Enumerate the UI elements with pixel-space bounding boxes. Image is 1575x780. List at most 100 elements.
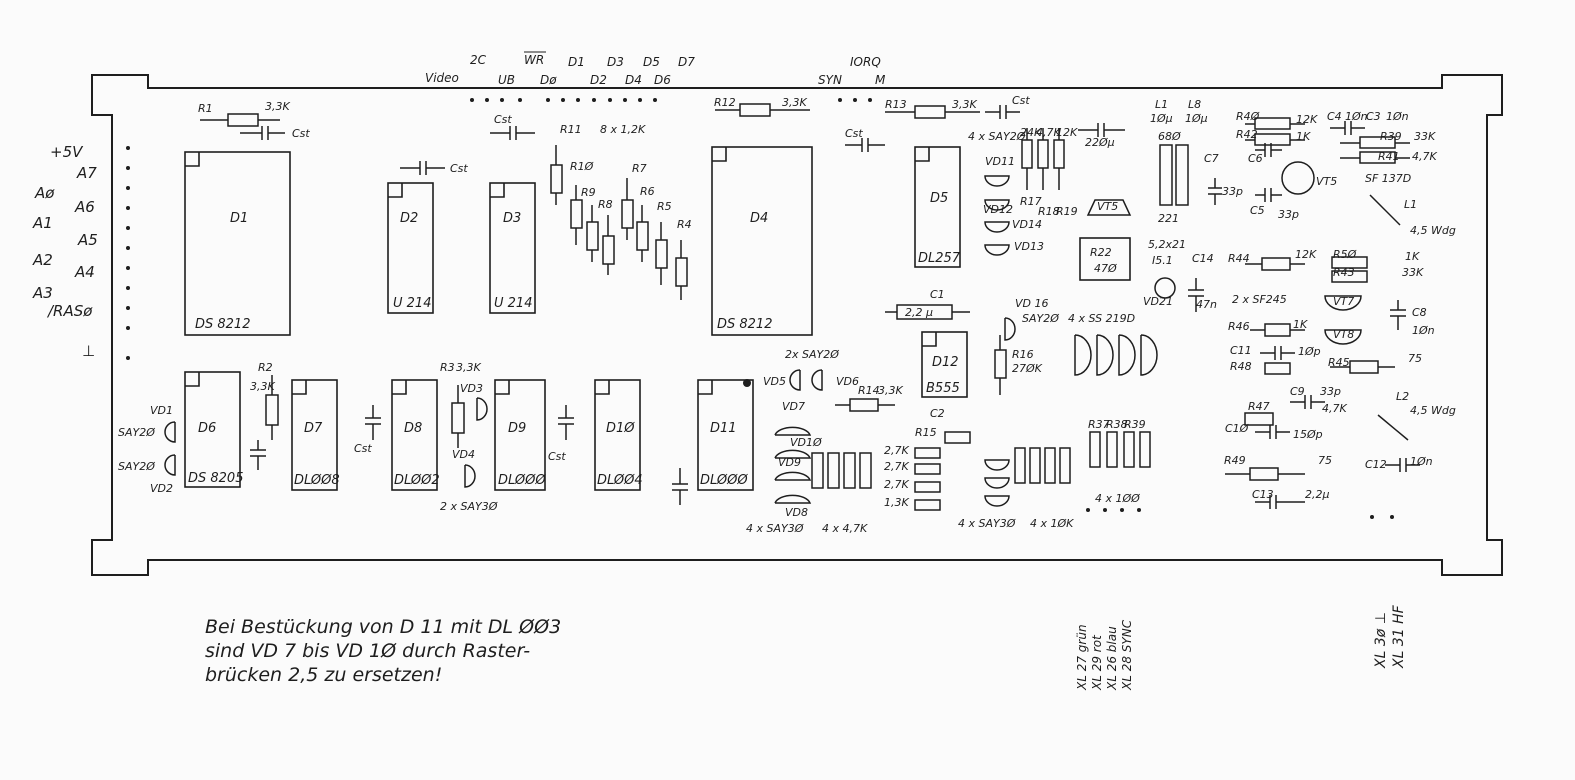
connector-xl29: XL 29 rot [1090, 635, 1104, 690]
lbl-220u: 22Øµ [1085, 136, 1115, 149]
lbl-4xsay30-b: 4 x SAY3Ø [958, 517, 1016, 530]
lbl-4xsay20-top: 4 x SAY2Ø [968, 130, 1026, 143]
right-small-dots [1086, 508, 1394, 519]
lbl-r49: R49 [1224, 454, 1246, 467]
lbl-r46-val: 1K [1293, 318, 1308, 331]
lbl-r22: R22 [1090, 246, 1112, 259]
lbl-r13: R13 [885, 98, 907, 111]
lbl-l8: L8 [1188, 98, 1201, 111]
lbl-r9: R9 [581, 186, 596, 199]
lbl-27k-b: 2,7K [884, 460, 909, 473]
lbl-r47: R47 [1248, 400, 1270, 413]
chip-d3-ref: D3 [503, 211, 521, 226]
pin-syn: SYN [818, 73, 842, 87]
pin-a4: A4 [74, 263, 95, 281]
lbl-r8: R8 [598, 198, 613, 211]
lbl-r4: R4 [677, 218, 692, 231]
lbl-r6: R6 [640, 185, 655, 198]
chip-d9 [494, 379, 546, 491]
lbl-r16: R16 [1012, 348, 1034, 361]
pin-ub: UB [498, 73, 515, 87]
pin-d3: D3 [607, 55, 624, 69]
lbl-vd4: VD4 [452, 448, 475, 461]
lbl-cst-5: Cst [1012, 94, 1030, 107]
lbl-45wdg-a: 4,5 Wdg [1410, 224, 1456, 237]
chip-d10 [594, 379, 641, 491]
chip-d5 [914, 146, 961, 268]
chip-d8-type: DLØØ2 [394, 473, 440, 488]
pin-iorq: IORQ [850, 55, 881, 69]
lbl-45wdg-b: 4,5 Wdg [1410, 404, 1456, 417]
pin-a3: A3 [32, 284, 53, 302]
pin-d1: D1 [568, 55, 585, 69]
lbl-vd12: VD12 [983, 203, 1013, 216]
pin-a6: A6 [74, 198, 95, 216]
lbl-2xsay30: 2 x SAY3Ø [440, 500, 498, 513]
lbl-4x10k: 4 x 1ØK [1030, 517, 1074, 530]
lbl-c1-val: 2,2 µ [905, 306, 933, 319]
lbl-r1-val: 3,3K [265, 100, 290, 113]
lbl-say20-vd1: SAY2Ø [118, 426, 155, 439]
lbl-vd1: VD1 [150, 404, 173, 417]
lbl-r38: R38 [1106, 418, 1128, 431]
chip-d2-ref: D2 [400, 211, 418, 226]
lbl-r45-val: 75 [1408, 352, 1422, 365]
lbl-27k-a: 2,7K [884, 444, 909, 457]
lbl-r43: R43 [1333, 266, 1355, 279]
chip-d3-type: U 214 [494, 296, 532, 311]
top-connector-dots [470, 98, 872, 102]
lbl-12k-a: 12K [1056, 126, 1078, 139]
lbl-10u-a: 1Øµ [1150, 112, 1173, 125]
lbl-i51: I5.1 [1152, 254, 1173, 267]
lbl-c9: C9 [1290, 385, 1305, 398]
lbl-r2: R2 [258, 361, 273, 374]
connector-group-a: XL 27 grün XL 29 rot XL 26 blau XL 28 SY… [1075, 620, 1135, 690]
lbl-c14: C14 [1192, 252, 1214, 265]
chip-d6 [184, 371, 241, 488]
connector-xl30: XL 3ø ⊥ [1373, 612, 1389, 668]
chip-d1 [184, 151, 291, 336]
pin-d6: D6 [654, 73, 671, 87]
chip-d7 [291, 379, 338, 491]
pin-a0: Aø [34, 184, 55, 202]
assembly-note: Bei Bestückung von D 11 mit DL ØØ3 sind … [205, 615, 675, 687]
lbl-r7: R7 [632, 162, 647, 175]
lbl-c12-val: 1Øn [1410, 455, 1433, 468]
lbl-vd21: VD21 [1143, 295, 1173, 308]
lbl-c7: C7 [1204, 152, 1219, 165]
lbl-r44: R44 [1228, 252, 1250, 265]
lbl-r2-val: 3,3K [250, 380, 275, 393]
pin-m: M [875, 73, 886, 87]
lbl-vd5: VD5 [763, 375, 786, 388]
lbl-r49-val: 75 [1318, 454, 1332, 467]
lbl-vt8: VT8 [1333, 328, 1354, 341]
lbl-l1: L1 [1155, 98, 1168, 111]
lbl-221: 221 [1158, 212, 1179, 225]
chip-d3 [489, 182, 536, 314]
pin-d0: Dø [540, 73, 557, 87]
left-connector-dots [126, 146, 130, 360]
lbl-33p-a: 33p [1222, 185, 1243, 198]
passive-parts [164, 103, 1420, 511]
lbl-r14-val: 3,3K [878, 384, 903, 397]
lbl-r13-val: 3,3K [952, 98, 977, 111]
connector-xl26: XL 26 blau [1105, 626, 1119, 690]
note-line-3: brücken 2,5 zu ersetzen! [205, 664, 443, 686]
chip-d7-ref: D7 [304, 421, 323, 436]
lbl-r45: R45 [1328, 356, 1350, 369]
lbl-27k-c: 2,7K [884, 478, 909, 491]
lbl-vd11: VD11 [985, 155, 1015, 168]
lbl-r41: R41 [1378, 150, 1400, 163]
lbl-r3: R3 [440, 361, 455, 374]
lbl-c4: C4 [1327, 110, 1342, 123]
chip-d10-type: DLØØ4 [597, 473, 643, 488]
lbl-r18: R18 [1038, 205, 1060, 218]
lbl-sf137d: SF 137D [1365, 172, 1411, 185]
chip-d10-ref: D1Ø [606, 421, 635, 436]
lbl-r42-val: 1K [1296, 130, 1311, 143]
lbl-r15: R15 [915, 426, 937, 439]
lbl-2xsf245: 2 x SF245 [1232, 293, 1287, 306]
lbl-150p: 15Øp [1293, 428, 1323, 441]
lbl-47n: 47n [1196, 298, 1217, 311]
